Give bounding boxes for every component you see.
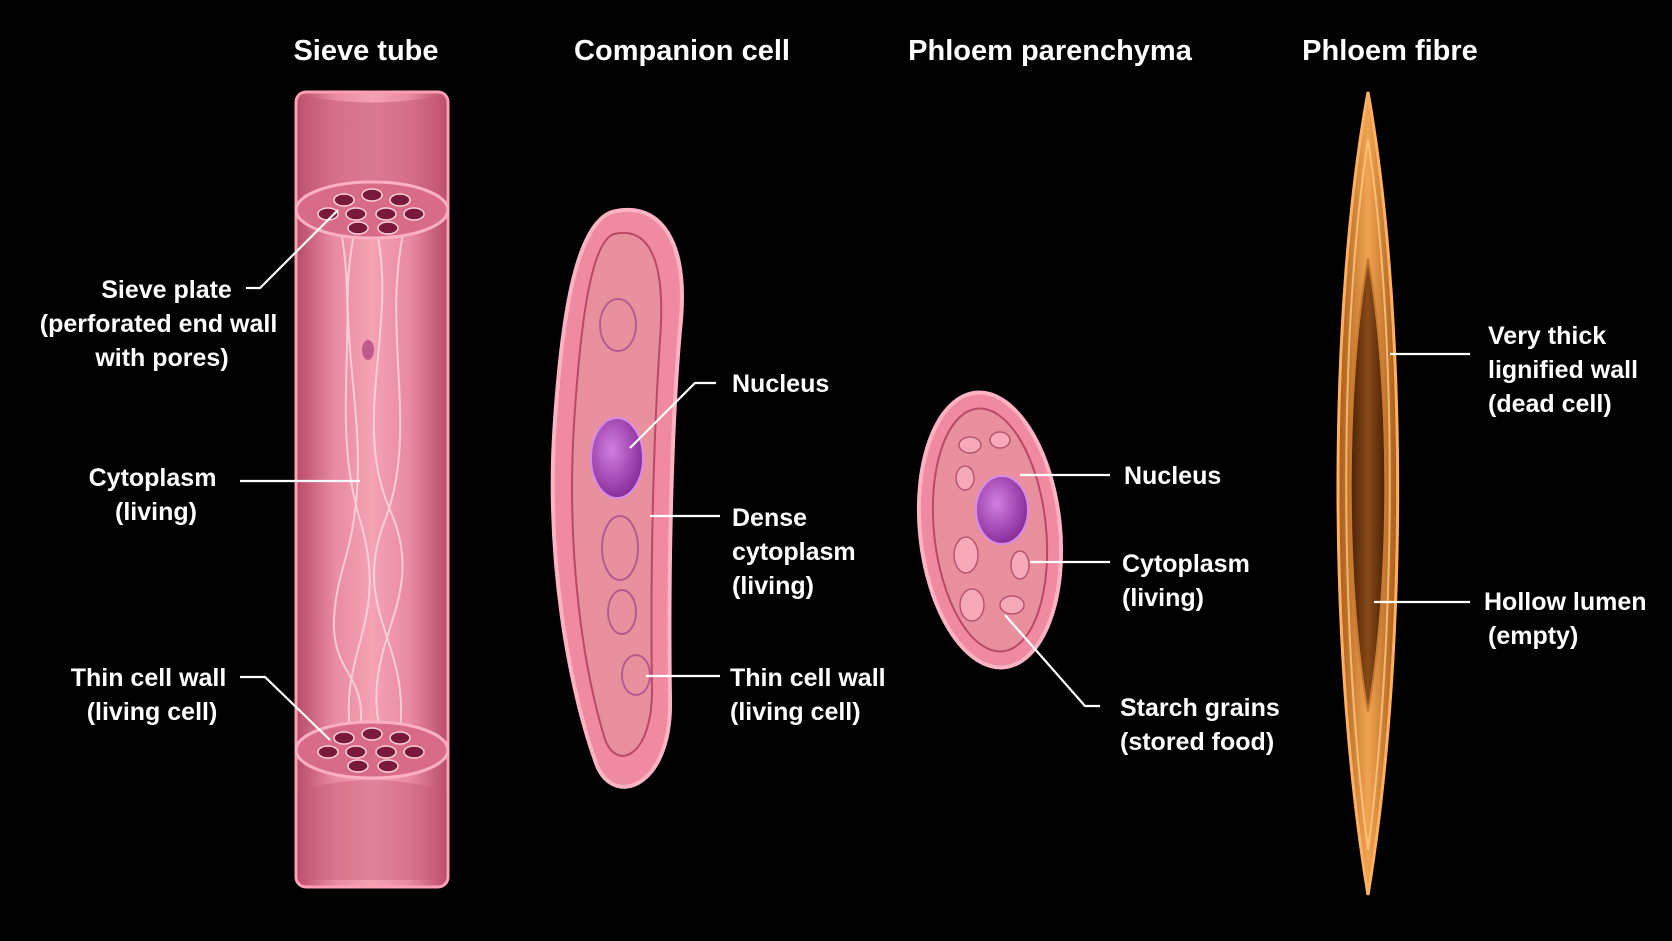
label-hollow-lumen: Hollow lumen (empty)	[1484, 588, 1653, 650]
companion-cell-illustration	[550, 208, 684, 789]
label-cytoplasm-parenchyma: Cytoplasm (living)	[1122, 550, 1257, 612]
labels: Sieve plate (perforated end wall with po…	[40, 276, 1653, 756]
phloem-parenchyma-illustration	[916, 390, 1064, 670]
label-nucleus-parenchyma: Nucleus	[1124, 462, 1221, 490]
label-thin-cell-wall-companion: Thin cell wall (living cell)	[730, 664, 893, 726]
companion-nucleus	[590, 417, 644, 499]
label-cytoplasm-sieve: Cytoplasm (living)	[89, 464, 224, 526]
title-companion-cell: Companion cell	[574, 35, 790, 67]
label-nucleus-companion: Nucleus	[732, 370, 829, 398]
title-phloem-fibre: Phloem fibre	[1302, 35, 1478, 67]
label-starch-grains: Starch grains (stored food)	[1120, 694, 1287, 756]
parenchyma-nucleus	[975, 475, 1029, 545]
label-dense-cytoplasm: Dense cytoplasm (living)	[732, 504, 863, 600]
label-thin-cell-wall-sieve: Thin cell wall (living cell)	[71, 664, 234, 726]
leader-lines	[240, 209, 1470, 741]
sieve-tube-illustration	[294, 90, 450, 889]
title-phloem-parenchyma: Phloem parenchyma	[908, 35, 1193, 67]
sieve-plate-top	[294, 180, 450, 240]
title-sieve-tube: Sieve tube	[293, 35, 438, 67]
column-titles: Sieve tube Companion cell Phloem parench…	[293, 35, 1477, 67]
label-sieve-plate: Sieve plate (perforated end wall with po…	[40, 276, 285, 372]
label-lignified-wall: Very thick lignified wall (dead cell)	[1488, 322, 1645, 418]
sieve-plate-bottom	[294, 720, 450, 780]
phloem-fibre-illustration	[1336, 91, 1400, 896]
